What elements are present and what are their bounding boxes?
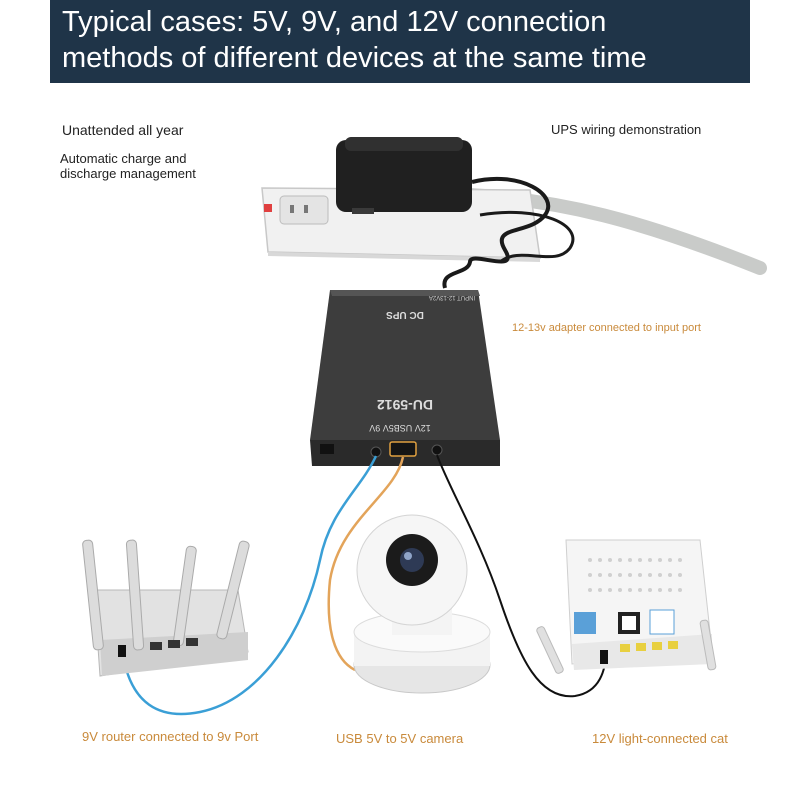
note-ups-demo: UPS wiring demonstration [551, 122, 702, 137]
note-auto-line-2: discharge management [60, 166, 196, 181]
note-unattended: Unattended all year [62, 122, 184, 138]
caption-camera: USB 5V to 5V camera [336, 731, 464, 746]
adapter-cable [442, 176, 551, 289]
cable-9v [120, 455, 378, 716]
dc-ups-image: DC UPS DU-5912 INPUT 12-13V2A 12V USB5V … [310, 290, 500, 466]
cable-5v [327, 456, 405, 672]
caption-cat: 12V light-connected cat [592, 731, 728, 746]
ups-input-label: INPUT 12-13V2A [429, 294, 475, 300]
title-banner: Typical cases: 5V, 9V, and 12V connectio… [50, 0, 750, 83]
note-auto-line-1: Automatic charge and [60, 151, 187, 166]
caption-router: 9V router connected to 9v Port [82, 729, 259, 744]
cable-12v [436, 454, 607, 698]
ups-brand-label: DC UPS [386, 309, 424, 320]
camera-image [353, 514, 491, 694]
ups-ports-label: 12V USB5V 9V [369, 423, 431, 433]
ups-model-label: DU-5912 [377, 397, 433, 413]
router-image [82, 539, 250, 677]
onu-device-image [536, 539, 717, 674]
title-line-1: Typical cases: 5V, 9V, and 12V connectio… [62, 6, 607, 38]
power-adapter-image [336, 137, 472, 214]
caption-adapter: 12-13v adapter connected to input port [512, 322, 701, 334]
title-line-2: methods of different devices at the same… [62, 42, 647, 74]
